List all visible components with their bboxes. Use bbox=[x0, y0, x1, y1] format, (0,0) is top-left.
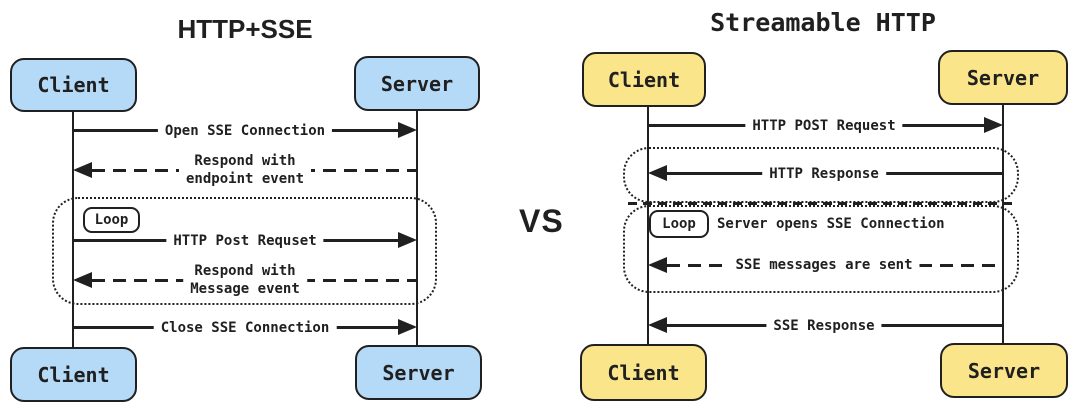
actor-label: Client bbox=[37, 73, 110, 97]
actor-label: Client bbox=[607, 360, 680, 385]
arrowhead-right-icon bbox=[984, 117, 1003, 133]
left-loop-badge: Loop bbox=[83, 207, 140, 233]
right-loop-badge-label: Loop bbox=[662, 216, 696, 232]
left-loop-box bbox=[52, 197, 437, 305]
arrowhead-left-icon bbox=[73, 272, 92, 288]
actor-label: Server bbox=[966, 65, 1040, 90]
vs-label: VS bbox=[519, 203, 564, 239]
left-client-lifeline bbox=[71, 112, 74, 348]
right-client-bottom-box: Client bbox=[580, 344, 707, 401]
left-client-top-box: Client bbox=[10, 58, 137, 112]
arrowhead-right-icon bbox=[398, 122, 417, 138]
right-msg-response-label: HTTP Response bbox=[762, 164, 886, 184]
right-loop-badge: Loop bbox=[649, 210, 709, 238]
right-msg-sse-label: SSE messages are sent bbox=[728, 255, 920, 275]
right-msg-sseresp-label: SSE Response bbox=[766, 316, 882, 336]
arrowhead-left-icon bbox=[648, 257, 667, 273]
message-label-line: Respond with bbox=[194, 152, 296, 169]
right-server-top-box: Server bbox=[938, 50, 1068, 105]
left-server-bottom-box: Server bbox=[355, 345, 482, 400]
arrowhead-left-icon bbox=[73, 162, 92, 178]
right-loop-box bbox=[623, 205, 1019, 293]
left-msg-post-label: HTTP Post Requset bbox=[166, 231, 324, 251]
right-frame-separator bbox=[628, 202, 1014, 205]
right-loop-note: Server opens SSE Connection bbox=[717, 216, 945, 232]
right-client-top-box: Client bbox=[582, 52, 706, 107]
message-label-line: Respond with bbox=[194, 262, 296, 279]
message-label-line: Message event bbox=[190, 281, 300, 297]
message-label-line: endpoint event bbox=[185, 171, 305, 187]
right-msg-post-label: HTTP POST Request bbox=[745, 116, 903, 136]
right-diagram-title: Streamable HTTP bbox=[710, 8, 936, 37]
left-msg-open-label: Open SSE Connection bbox=[157, 121, 333, 141]
left-server-lifeline bbox=[415, 110, 418, 346]
actor-label: Server bbox=[380, 71, 454, 96]
left-msg-close-label: Close SSE Connection bbox=[153, 318, 337, 338]
actor-label: Client bbox=[37, 362, 110, 387]
arrowhead-left-icon bbox=[648, 165, 667, 181]
arrowhead-right-icon bbox=[398, 319, 417, 335]
left-msg-message-label: Respond with Message event bbox=[183, 261, 307, 299]
left-loop-badge-label: Loop bbox=[94, 212, 129, 228]
left-diagram-title: HTTP+SSE bbox=[177, 14, 313, 44]
left-server-top-box: Server bbox=[354, 56, 480, 111]
right-server-bottom-box: Server bbox=[940, 343, 1068, 398]
actor-label: Server bbox=[967, 358, 1041, 383]
left-client-bottom-box: Client bbox=[10, 347, 137, 402]
arrowhead-left-icon bbox=[648, 317, 667, 333]
arrowhead-right-icon bbox=[398, 232, 417, 248]
actor-label: Client bbox=[607, 67, 681, 92]
actor-label: Server bbox=[382, 360, 455, 385]
left-msg-endpoint-label: Respond with endpoint event bbox=[178, 151, 312, 189]
